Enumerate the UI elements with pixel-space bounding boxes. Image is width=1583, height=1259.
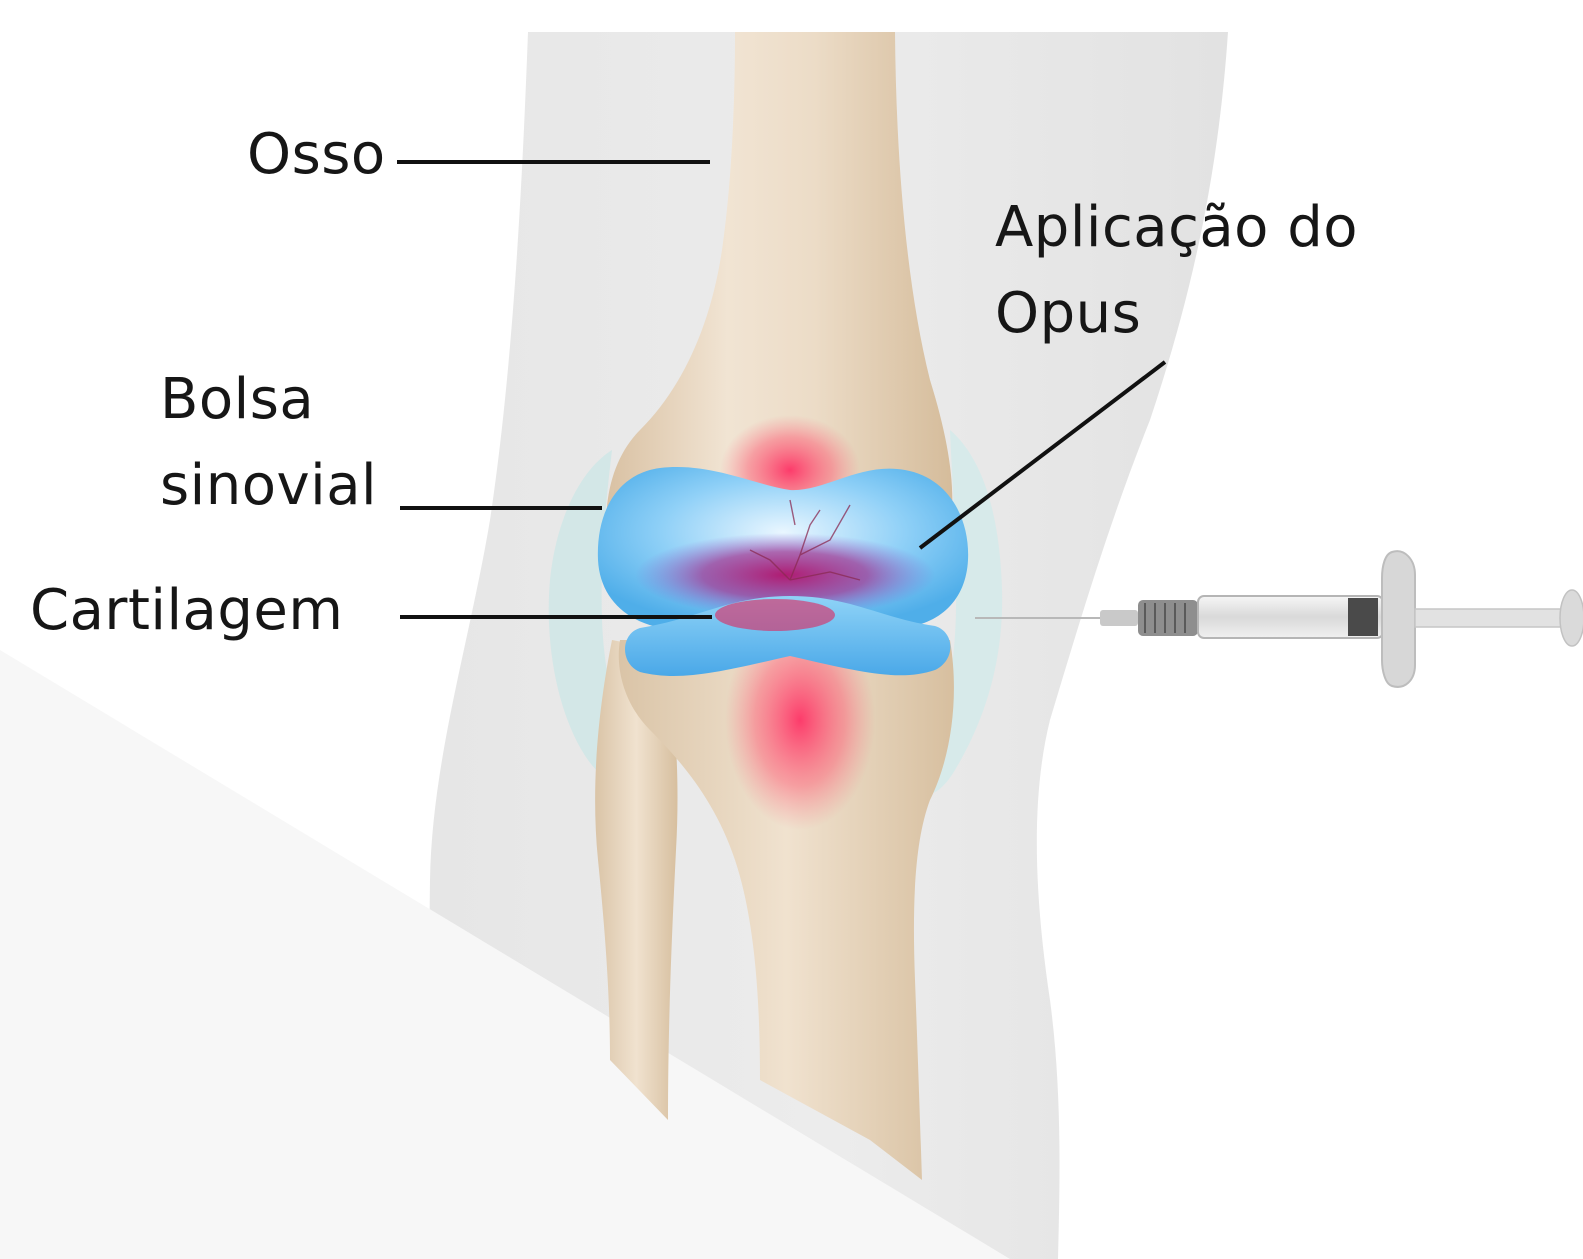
syringe-flange [1382,551,1415,687]
label-aplicacao-line2: Opus [995,271,1358,357]
label-bolsa-line2: sinovial [160,443,377,529]
syringe-hub [1100,610,1138,626]
label-aplicacao-line1: Aplicação do [995,185,1358,271]
label-bolsa-line1: Bolsa [160,357,377,443]
lower-cartilage-inflammation [715,599,835,631]
label-aplicacao-do-opus: Aplicação do Opus [995,185,1358,357]
syringe-luer-lock [1138,600,1198,636]
label-cartilagem: Cartilagem [30,568,343,654]
syringe-thumb-rest [1560,590,1583,646]
label-osso: Osso [247,112,386,198]
syringe-plunger-stopper [1348,598,1378,636]
syringe-plunger-rod [1415,609,1583,627]
label-bolsa-sinovial: Bolsa sinovial [160,357,377,529]
label-osso-text: Osso [247,112,386,198]
label-cartilagem-text: Cartilagem [30,568,343,654]
